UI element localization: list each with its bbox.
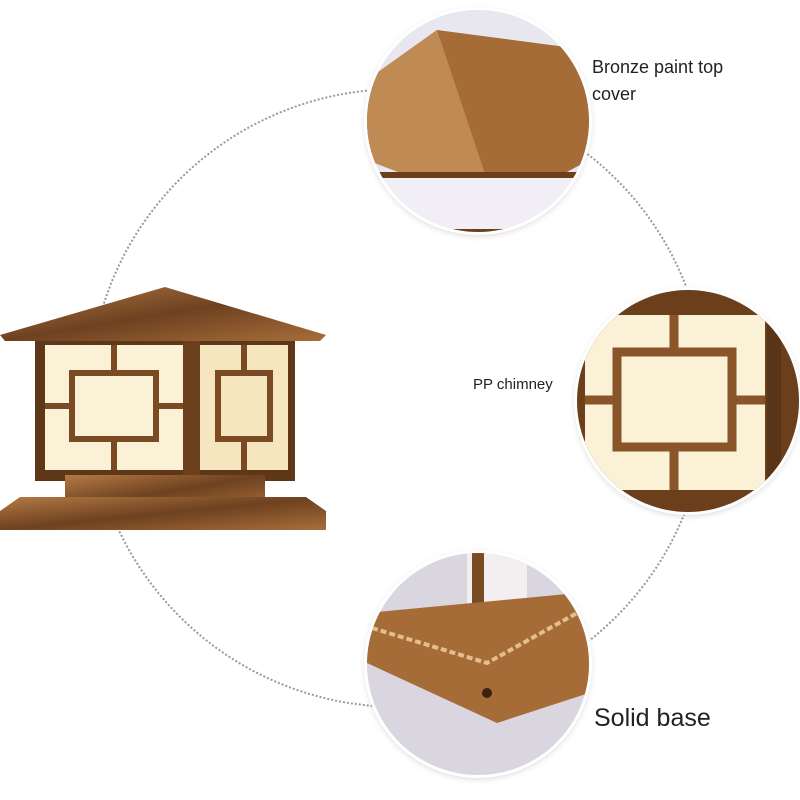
pillar-lamp-image: [0, 285, 326, 535]
chimney-detail-image: [577, 290, 799, 512]
lamp-illustration: [0, 287, 326, 530]
base-detail-image: [367, 553, 589, 775]
top-cover-detail-image: [367, 10, 589, 232]
base-label: Solid base: [594, 704, 711, 732]
base-illustration: [367, 553, 589, 775]
chimney-label: PP chimney: [473, 376, 553, 393]
chimney-illustration: [577, 290, 799, 512]
top-cover-label: Bronze paint top cover: [592, 57, 724, 104]
top-cover-illustration: [367, 10, 589, 232]
